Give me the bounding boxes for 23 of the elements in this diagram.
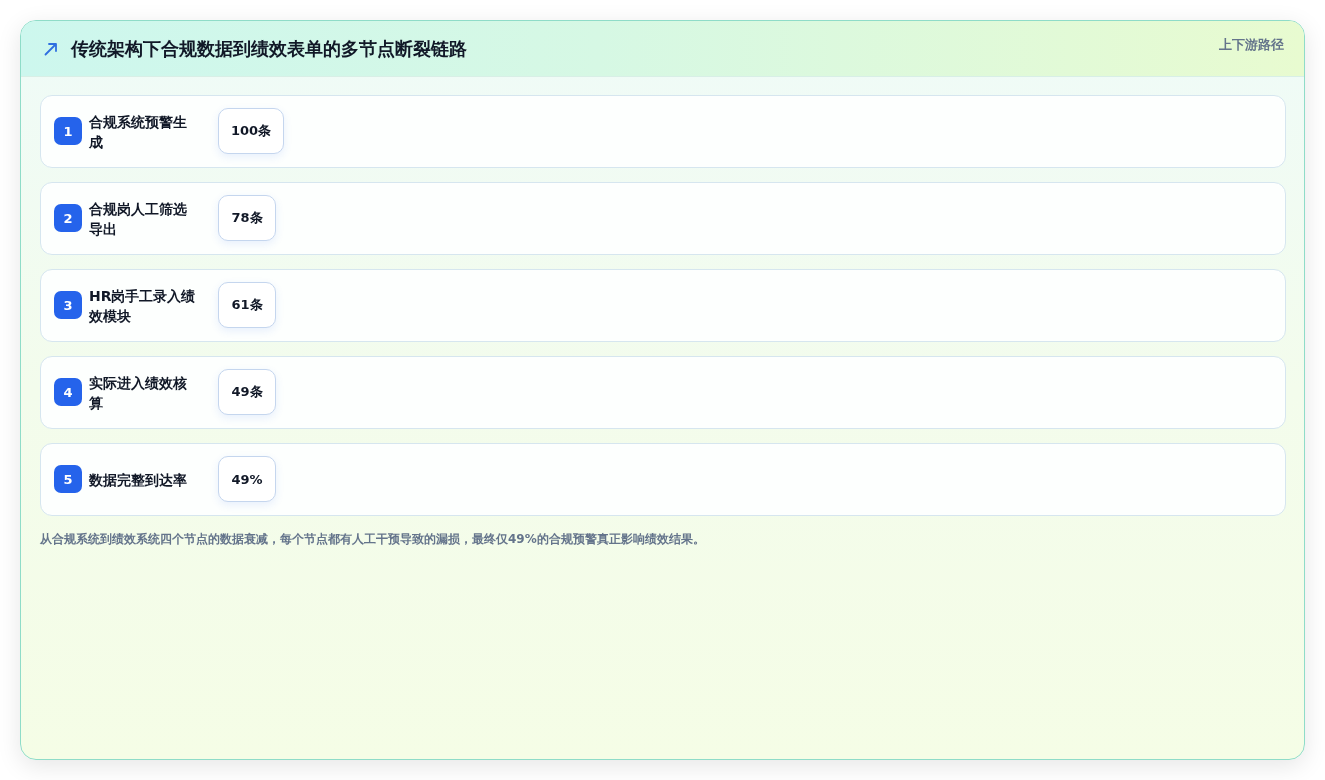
header-note: 上下游路径 — [1219, 36, 1284, 54]
step-card — [40, 269, 1286, 342]
step-label: 实际进入绩效核算 — [89, 373, 188, 413]
step-label: 数据完整到达率 — [89, 470, 188, 490]
step-number-badge: 1 — [54, 117, 82, 145]
step-card — [40, 182, 1286, 255]
count-pill: 78条 — [218, 195, 276, 241]
step-number-badge: 4 — [54, 378, 82, 406]
step-card — [40, 443, 1286, 516]
step-number-badge: 2 — [54, 204, 82, 232]
count-pill: 49条 — [218, 369, 276, 415]
step-label: 合规系统预警生成 — [89, 112, 188, 152]
step-card — [40, 95, 1286, 168]
step-label: HR岗手工录入绩效模块 — [89, 286, 197, 326]
caption-text: 从合规系统到绩效系统四个节点的数据衰减，每个节点都有人工干预导致的漏损，最终仅49%的合规预警真正影响绩效结果。 — [40, 531, 705, 548]
step-number-badge: 5 — [54, 465, 82, 493]
count-pill: 61条 — [218, 282, 276, 328]
step-label: 合规岗人工筛选导出 — [89, 199, 188, 239]
step-number-badge: 3 — [54, 291, 82, 319]
count-pill: 49% — [218, 456, 276, 502]
diagram-title: 传统架构下合规数据到绩效表单的多节点断裂链路 — [71, 37, 467, 61]
count-pill: 100条 — [218, 108, 285, 154]
step-card — [40, 356, 1286, 429]
